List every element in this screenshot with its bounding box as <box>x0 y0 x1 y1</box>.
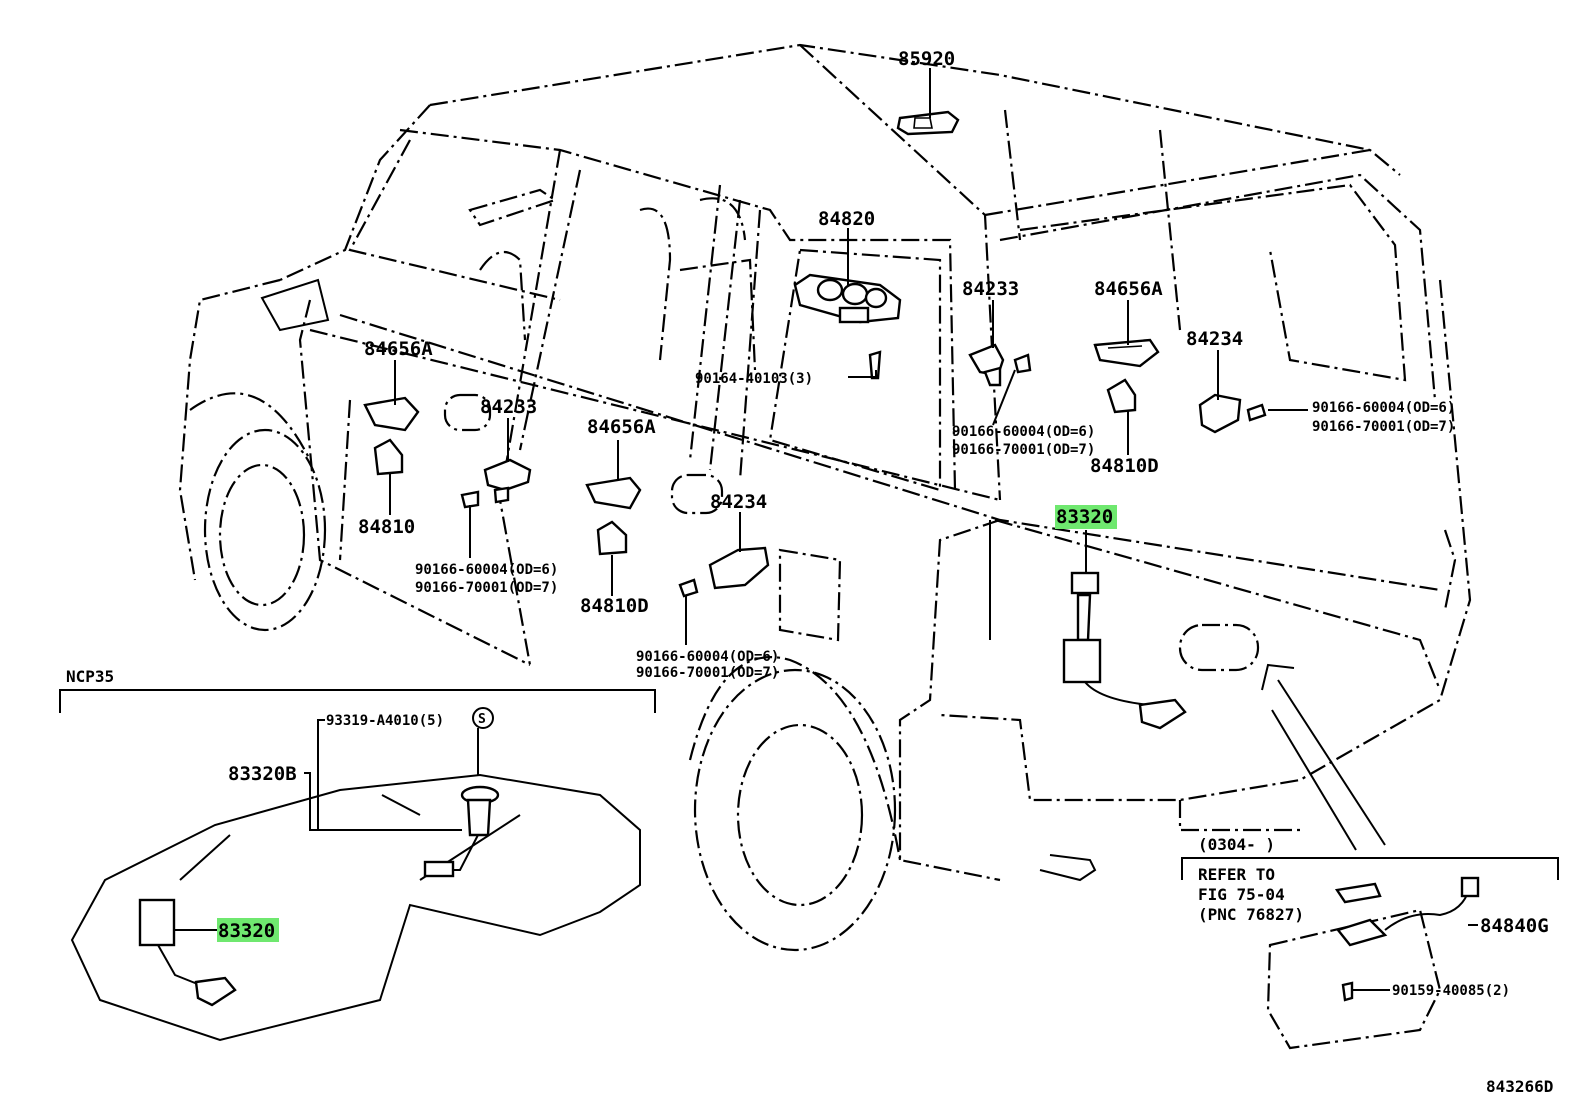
label-83320-main[interactable]: 83320 <box>1056 506 1113 528</box>
label-85920[interactable]: 85920 <box>898 48 955 70</box>
label-90166-60004-right[interactable]: 90166-60004(OD=6) <box>1312 400 1455 416</box>
label-90166-70001-center[interactable]: 90166-70001(OD=7) <box>952 442 1095 458</box>
part-84656A-right[interactable] <box>1093 338 1160 368</box>
part-84820-switch[interactable] <box>793 273 902 324</box>
leader-lines <box>389 68 1308 645</box>
label-90166-70001-right[interactable]: 90166-70001(OD=7) <box>1312 419 1455 435</box>
label-90166-60004-middle[interactable]: 90166-60004(OD=6) <box>636 649 779 665</box>
label-90164-40103[interactable]: 90164-40103(3) <box>695 371 813 387</box>
tailgate-inset <box>1181 663 1559 1050</box>
ncp35-label: NCP35 <box>66 667 114 686</box>
label-84233-right[interactable]: 84233 <box>962 278 1019 300</box>
part-84234-right[interactable] <box>1198 393 1267 434</box>
label-84656A-middle[interactable]: 84656A <box>587 416 656 438</box>
label-84234-middle[interactable]: 84234 <box>710 491 767 513</box>
service-mark-s: S <box>478 712 486 727</box>
part-84233-right[interactable] <box>968 343 1032 387</box>
label-93319-A4010[interactable]: 93319-A4010(5) <box>326 713 444 729</box>
ncp35-inset <box>59 689 656 1042</box>
part-85920-lamp[interactable] <box>896 110 960 136</box>
refer-line-3: (PNC 76827) <box>1198 905 1304 924</box>
diagram-code: 843266D <box>1486 1077 1553 1096</box>
label-84810[interactable]: 84810 <box>358 516 415 538</box>
refer-line-1: REFER TO <box>1198 865 1275 884</box>
label-90166-60004-left[interactable]: 90166-60004(OD=6) <box>415 562 558 578</box>
part-84810-left[interactable] <box>373 438 404 476</box>
label-83320B[interactable]: 83320B <box>228 763 297 785</box>
part-84656A-middle[interactable] <box>585 476 642 510</box>
date-range: (0304- ) <box>1198 835 1275 854</box>
part-84233-left[interactable] <box>460 458 532 509</box>
label-83320-ncp[interactable]: 83320 <box>218 920 275 942</box>
label-90166-60004-center[interactable]: 90166-60004(OD=6) <box>952 424 1095 440</box>
label-90166-70001-middle[interactable]: 90166-70001(OD=7) <box>636 665 779 681</box>
label-84810D-middle[interactable]: 84810D <box>580 595 649 617</box>
label-84656A-right[interactable]: 84656A <box>1094 278 1163 300</box>
highlight-83320-ncp <box>217 918 279 942</box>
label-84234-right[interactable]: 84234 <box>1186 328 1243 350</box>
label-84810D-right[interactable]: 84810D <box>1090 455 1159 477</box>
label-90159-40085[interactable]: 90159-40085(2) <box>1392 983 1510 999</box>
label-84656A-left[interactable]: 84656A <box>364 338 433 360</box>
highlight-83320-main <box>1055 505 1117 529</box>
part-83320-main[interactable] <box>1062 571 1187 730</box>
label-90166-70001-left[interactable]: 90166-70001(OD=7) <box>415 580 558 596</box>
label-84233-left[interactable]: 84233 <box>480 396 537 418</box>
label-84840G[interactable]: 84840G <box>1480 915 1549 937</box>
part-84234-middle[interactable] <box>678 546 770 598</box>
part-84810D-middle[interactable] <box>596 520 628 556</box>
part-84656A-left[interactable] <box>363 396 420 432</box>
label-84820[interactable]: 84820 <box>818 208 875 230</box>
part-84810D-right[interactable] <box>1106 378 1137 414</box>
part-90164-screw[interactable] <box>868 350 882 380</box>
refer-line-2: FIG 75-04 <box>1198 885 1285 904</box>
vehicle-body-outline <box>178 43 1472 952</box>
